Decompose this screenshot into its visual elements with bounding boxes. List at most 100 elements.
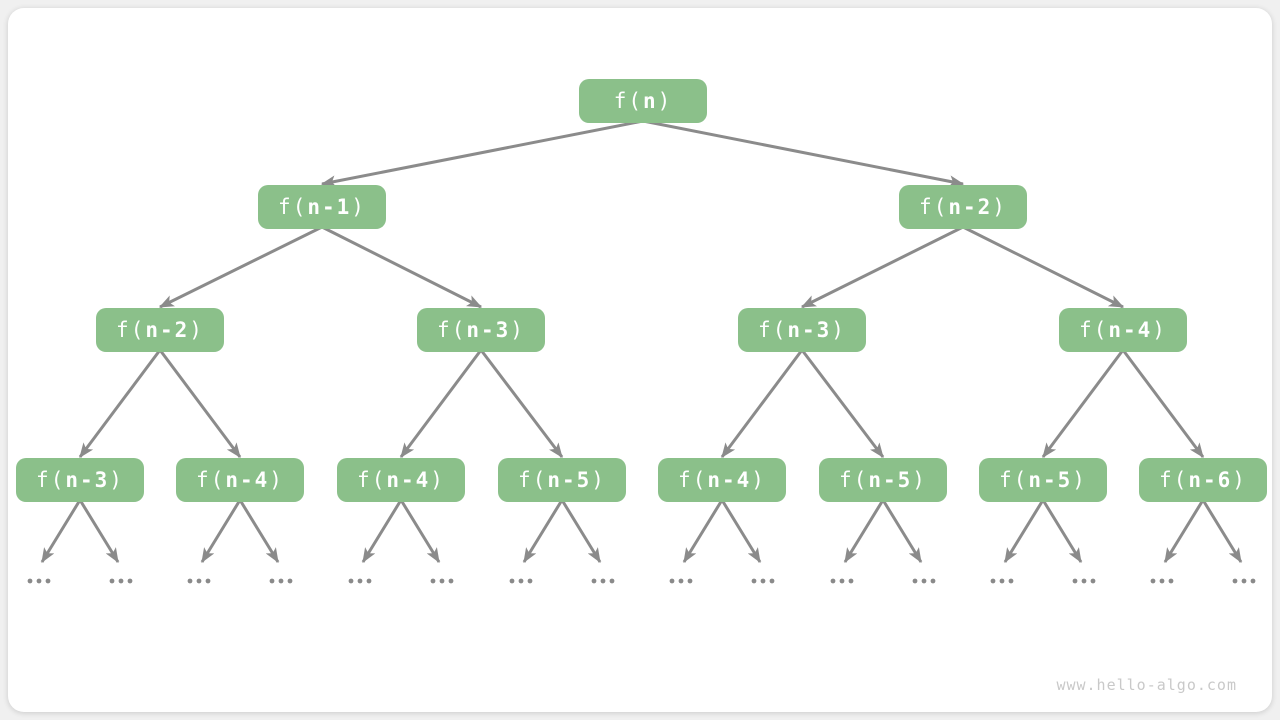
node-label-arg: n-6 — [1188, 468, 1233, 492]
node-label-suffix: ) — [351, 195, 366, 219]
node-label-arg: n-5 — [868, 468, 913, 492]
node-label-prefix: f( — [36, 468, 66, 492]
node-label-suffix: ) — [831, 318, 846, 342]
ellipsis-dot — [687, 578, 693, 584]
ellipsis-dot — [999, 578, 1005, 584]
node-label-prefix: f( — [1079, 318, 1109, 342]
tree-edge-arrow — [962, 225, 1125, 309]
node-label-prefix: f( — [613, 89, 643, 113]
ellipsis-dot — [196, 578, 202, 584]
node-label-arg: n-4 — [386, 468, 431, 492]
ellipsis — [27, 578, 51, 584]
tree-edge-arrow — [843, 499, 885, 564]
ellipsis-dot — [366, 578, 372, 584]
tree-node-f-n-4: f(n-4) — [1059, 308, 1187, 352]
node-label-arg: n-5 — [547, 468, 592, 492]
ellipsis — [830, 578, 854, 584]
node-label-arg: n-3 — [787, 318, 832, 342]
ellipsis-groups — [27, 578, 1256, 584]
tree-edge-arrow — [720, 499, 762, 564]
tree-node-f-n-1: f(n-1) — [258, 185, 386, 229]
tree-edge-arrow — [682, 499, 724, 564]
tree-edge-arrow — [1163, 499, 1205, 564]
node-label-suffix: ) — [751, 468, 766, 492]
node-label-prefix: f( — [116, 318, 146, 342]
ellipsis — [669, 578, 693, 584]
tree-edge-arrow — [158, 225, 323, 309]
tree-node-f-n-3: f(n-3) — [417, 308, 545, 352]
ellipsis-dot — [430, 578, 436, 584]
tree-node-f-n-5: f(n-5) — [498, 458, 626, 502]
ellipsis-dot — [921, 578, 927, 584]
ellipsis-dot — [518, 578, 524, 584]
ellipsis-dot — [990, 578, 996, 584]
node-label-suffix: ) — [510, 318, 525, 342]
tree-edge-arrow — [1121, 349, 1205, 458]
ellipsis-dot — [348, 578, 354, 584]
ellipsis-dot — [205, 578, 211, 584]
ellipsis-dot — [357, 578, 363, 584]
ellipsis-dot — [269, 578, 275, 584]
node-label-arg: n-2 — [948, 195, 993, 219]
ellipsis-dot — [187, 578, 193, 584]
ellipsis-dot — [591, 578, 597, 584]
node-label-prefix: f( — [357, 468, 387, 492]
tree-edge-arrow — [238, 499, 280, 564]
ellipsis-dot — [912, 578, 918, 584]
ellipsis-dot — [830, 578, 836, 584]
ellipsis-dot — [1232, 578, 1238, 584]
ellipsis — [751, 578, 775, 584]
node-label-suffix: ) — [109, 468, 124, 492]
tree-edge-arrow — [1041, 349, 1125, 458]
ellipsis-dot — [1168, 578, 1174, 584]
node-label-arg: n-2 — [145, 318, 190, 342]
ellipsis-dot — [669, 578, 675, 584]
ellipsis — [187, 578, 211, 584]
ellipsis-dot — [127, 578, 133, 584]
ellipsis-dot — [509, 578, 515, 584]
ellipsis-dot — [751, 578, 757, 584]
ellipsis-dot — [527, 578, 533, 584]
tree-edge-arrow — [800, 349, 885, 458]
ellipsis-dot — [1150, 578, 1156, 584]
ellipsis-dot — [36, 578, 42, 584]
ellipsis — [348, 578, 372, 584]
tree-node-f-n-5: f(n-5) — [819, 458, 947, 502]
ellipsis-dot — [678, 578, 684, 584]
tree-edge-arrow — [361, 499, 403, 564]
tree-node-f-n-4: f(n-4) — [337, 458, 465, 502]
node-label-prefix: f( — [758, 318, 788, 342]
tree-edge-arrow — [320, 119, 644, 188]
ellipsis — [269, 578, 293, 584]
ellipsis-dot — [27, 578, 33, 584]
tree-edge-arrow — [1041, 499, 1083, 564]
node-label-prefix: f( — [999, 468, 1029, 492]
node-label-arg: n-4 — [225, 468, 270, 492]
tree-edge-arrow — [78, 349, 162, 458]
tree-edge-arrow — [560, 499, 602, 564]
tree-edge-arrow — [800, 225, 964, 309]
ellipsis-dot — [287, 578, 293, 584]
node-label-suffix: ) — [430, 468, 445, 492]
watermark: www.hello-algo.com — [1056, 676, 1237, 694]
node-label-arg: n-3 — [65, 468, 110, 492]
node-label-suffix: ) — [269, 468, 284, 492]
ellipsis-dot — [1250, 578, 1256, 584]
ellipsis-dot — [930, 578, 936, 584]
tree-node-f-n-2: f(n-2) — [96, 308, 224, 352]
tree-edge-arrow — [321, 225, 483, 309]
tree-node-f-n: f(n) — [579, 79, 707, 123]
node-label-suffix: ) — [1232, 468, 1247, 492]
tree-edge-arrow — [479, 349, 564, 458]
node-label-arg: n — [642, 89, 658, 113]
tree-node-f-n-4: f(n-4) — [658, 458, 786, 502]
ellipsis-dot — [1159, 578, 1165, 584]
ellipsis-dot — [1081, 578, 1087, 584]
node-label-arg: n-4 — [1108, 318, 1153, 342]
ellipsis — [1072, 578, 1096, 584]
ellipsis-dot — [600, 578, 606, 584]
ellipsis-dot — [278, 578, 284, 584]
tree-node-f-n-4: f(n-4) — [176, 458, 304, 502]
node-label-suffix: ) — [591, 468, 606, 492]
ellipsis-dot — [839, 578, 845, 584]
